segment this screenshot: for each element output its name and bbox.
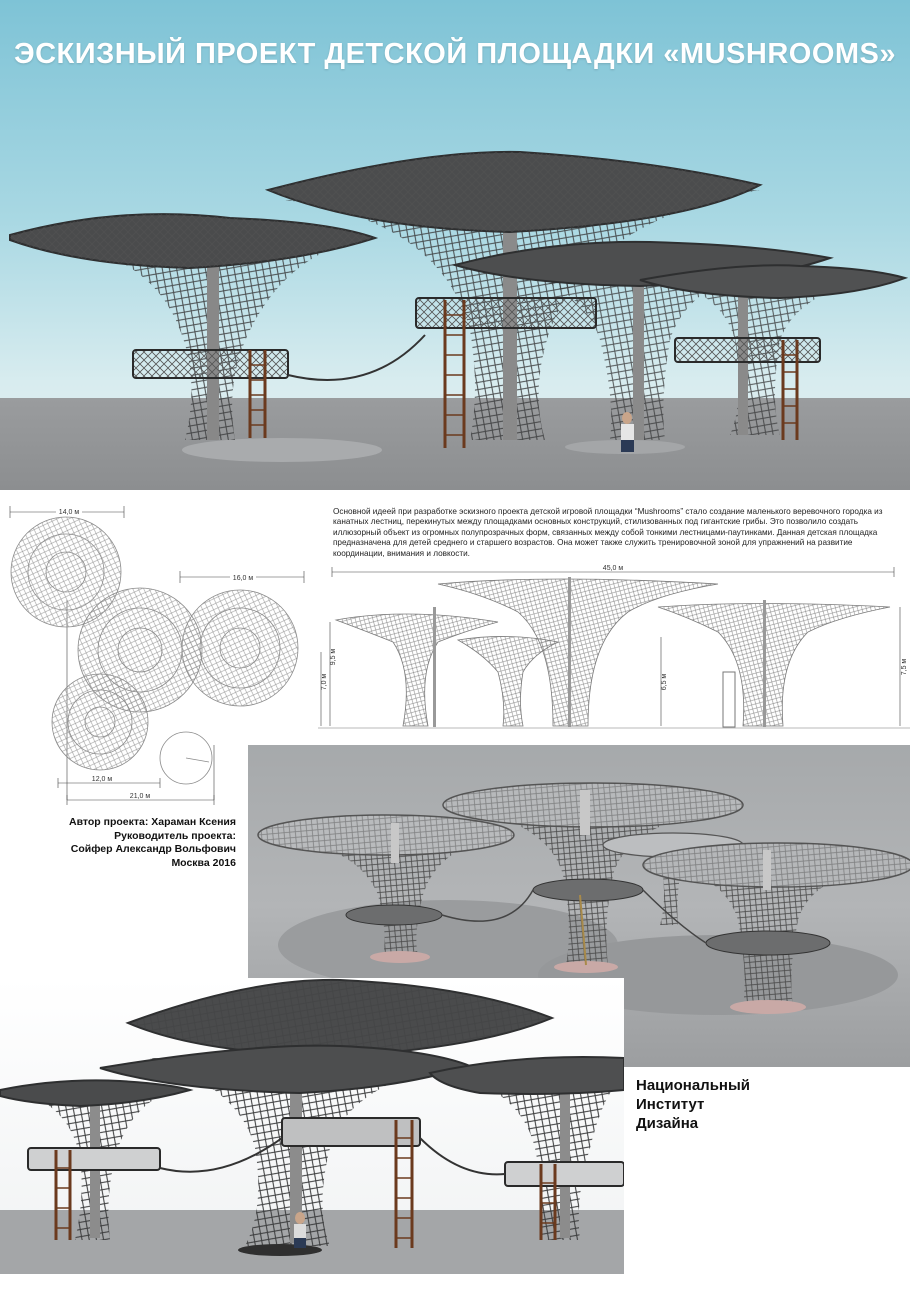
hero-render: ЭСКИЗНЫЙ ПРОЕКТ ДЕТСКОЙ ПЛОЩАДКИ «MUSHRO…	[0, 0, 910, 490]
supervisor-label: Руководитель проекта:	[114, 829, 236, 842]
mushroom-structures-render	[9, 150, 909, 462]
institution-line-3: Дизайна	[636, 1115, 699, 1132]
elevation-drawing: 45,0 м 7,0 м 9,5 м 6,5 м 7,5 м	[318, 565, 910, 729]
institution-line-2: Институт	[636, 1096, 705, 1113]
elev-dim-middle: 6,5 м	[661, 674, 668, 691]
closeup-render	[0, 978, 624, 1274]
plan-dim-inner: 12,0 м	[92, 776, 113, 783]
plan-dim-top: 14,0 м	[59, 509, 80, 516]
project-description: Основной идеей при разработке эскизного …	[333, 507, 883, 558]
site-plan-drawing: 14,0 м 16,0 м 12,0 м 21,0 м	[9, 506, 305, 805]
author-line: Автор проекта: Хараман Ксения	[68, 816, 236, 828]
plan-dim-outer: 21,0 м	[130, 793, 151, 800]
project-credits: Автор проекта: Хараман Ксения Руководите…	[40, 816, 236, 870]
institution-name: Национальный Институт Дизайна	[636, 1076, 750, 1133]
elev-dim-right: 7,5 м	[901, 659, 908, 676]
elev-dim-overall: 45,0 м	[603, 565, 624, 572]
plan-dim-right: 16,0 м	[233, 575, 254, 582]
institution-line-1: Национальный	[636, 1077, 751, 1094]
elev-dim-left-outer: 7,0 м	[321, 674, 328, 691]
supervisor-name: Сойфер Александр Вольфович	[70, 843, 236, 855]
closeup-structures-render	[0, 978, 624, 1274]
aerial-structures-render	[257, 782, 910, 1015]
place-year: Москва 2016	[171, 856, 236, 869]
page-title: ЭСКИЗНЫЙ ПРОЕКТ ДЕТСКОЙ ПЛОЩАДКИ «MUSHRO…	[13, 38, 897, 70]
elev-dim-left-inner: 9,5 м	[330, 649, 337, 666]
